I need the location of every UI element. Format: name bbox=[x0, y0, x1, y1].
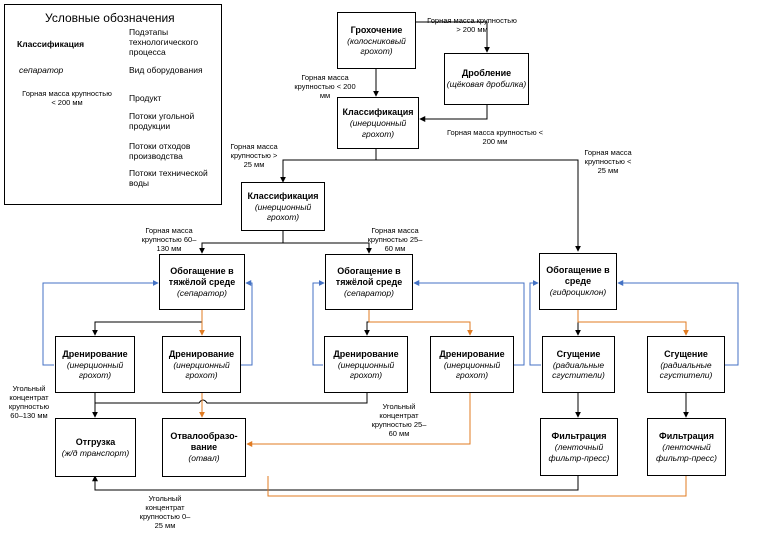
heavy-media-2-equipment: (сепаратор) bbox=[344, 287, 394, 298]
legend-title: Условные обозначения bbox=[45, 11, 175, 25]
label-concentrate-25-60: Угольный концентрат крупностью 25–60 мм bbox=[371, 402, 427, 438]
heavy-media-1-equipment: (сепаратор) bbox=[177, 287, 227, 298]
thickening-2-box: Сгущение (радиальные сгустители) bbox=[647, 336, 725, 393]
waste-flow-lines bbox=[199, 309, 689, 497]
crushing-title: Дробление bbox=[461, 68, 512, 79]
heavy-media-1-box: Обогащение в тяжёлой среде (сепаратор) bbox=[159, 254, 245, 310]
dewatering-1-equipment: (инерционный грохот) bbox=[66, 359, 124, 381]
dewatering-4-title: Дренирование bbox=[439, 348, 505, 359]
dumping-equipment: (отвал) bbox=[188, 453, 220, 464]
label-lt25: Горная масса крупностью < 25 мм bbox=[584, 148, 632, 175]
filtration-2-equipment: (ленточный фильтр-пресс) bbox=[655, 442, 717, 463]
filtration-2-box: Фильтрация (ленточный фильтр-пресс) bbox=[647, 418, 726, 476]
thickening-1-box: Сгущение (радиальные сгустители) bbox=[542, 336, 615, 393]
legend-coal-desc: Потоки угольной продукции bbox=[129, 111, 195, 131]
legend-equipment-example: сепаратор bbox=[19, 65, 64, 75]
label-lt200-a: Горная масса крупностью < 200 мм bbox=[294, 73, 356, 100]
dewatering-3-box: Дренирование (инерционный грохот) bbox=[324, 336, 408, 393]
screening-box: Грохочение (колосниковый грохот) bbox=[337, 12, 416, 69]
shipment-title: Отгрузка bbox=[75, 436, 116, 447]
screening-title: Грохочение bbox=[350, 24, 403, 35]
legend-product-example: Горная масса крупностью < 200 мм bbox=[22, 89, 112, 107]
label-concentrate-0-25: Угольный концентрат крупностью 0–25 мм bbox=[139, 494, 191, 530]
legend-waste-desc: Потоки отходов производства bbox=[129, 141, 191, 161]
dewatering-3-title: Дренирование bbox=[333, 348, 399, 359]
heavy-media-3-title: Обогащение в среде bbox=[546, 265, 610, 287]
legend-equipment-desc: Вид оборудования bbox=[129, 65, 203, 75]
thickening-1-equipment: (радиальные сгустители) bbox=[552, 359, 605, 381]
filtration-1-box: Фильтрация (ленточный фильтр-пресс) bbox=[540, 418, 618, 476]
classification-2-equipment: (инерционный грохот) bbox=[254, 201, 312, 223]
legend-stage-example: Классификация bbox=[17, 39, 85, 49]
dewatering-4-box: Дренирование (инерционный грохот) bbox=[430, 336, 514, 393]
dewatering-2-box: Дренирование (инерционный грохот) bbox=[162, 336, 241, 393]
classification-2-title: Классификация bbox=[247, 190, 319, 201]
heavy-media-3-box: Обогащение в среде (гидроциклон) bbox=[539, 253, 617, 310]
water-flow-lines bbox=[42, 280, 739, 366]
thickening-1-title: Сгущение bbox=[556, 348, 601, 359]
shipment-box: Отгрузка (ж/д транспорт) bbox=[55, 418, 136, 477]
heavy-media-2-box: Обогащение в тяжёлой среде (сепаратор) bbox=[325, 254, 413, 310]
filtration-1-equipment: (ленточный фильтр-пресс) bbox=[548, 442, 610, 463]
dewatering-4-equipment: (инерционный грохот) bbox=[443, 359, 501, 381]
classification-1-title: Классификация bbox=[342, 107, 414, 117]
label-lt200-b: Горная масса крупностью < 200 мм bbox=[446, 128, 544, 146]
thickening-2-equipment: (радиальные сгустители) bbox=[659, 359, 713, 381]
dewatering-2-title: Дренирование bbox=[168, 348, 235, 359]
classification-1-box: Классификация (инерционный грохот) bbox=[337, 97, 419, 149]
dewatering-3-equipment: (инерционный грохот) bbox=[337, 359, 395, 381]
heavy-media-3-equipment: (гидроциклон) bbox=[549, 287, 607, 298]
coal-flow-lines bbox=[92, 21, 689, 491]
filtration-1-title: Фильтрация bbox=[551, 431, 607, 441]
dewatering-1-title: Дренирование bbox=[62, 348, 128, 359]
label-gt25: Горная масса крупностью > 25 мм bbox=[230, 142, 278, 169]
filtration-2-title: Фильтрация bbox=[659, 431, 714, 441]
heavy-media-1-title: Обогащение в тяжёлой среде bbox=[168, 265, 236, 287]
legend: Условные обозначения Классификация Подэт… bbox=[4, 4, 222, 205]
classification-1-equipment: (инерционный грохот) bbox=[349, 118, 407, 139]
dumping-title: Отвалообразо-вание bbox=[170, 431, 238, 453]
dewatering-2-equipment: (инерционный грохот) bbox=[173, 359, 230, 381]
legend-water-desc: Потоки технической воды bbox=[129, 168, 208, 188]
label-concentrate-60-130: Угольный концентрат крупностью 60–130 мм bbox=[8, 384, 50, 420]
dewatering-1-box: Дренирование (инерционный грохот) bbox=[55, 336, 135, 393]
crushing-equipment: (щёковая дробилка) bbox=[446, 79, 527, 90]
dumping-box: Отвалообразо-вание (отвал) bbox=[162, 418, 246, 477]
shipment-equipment: (ж/д транспорт) bbox=[61, 447, 130, 458]
classification-2-box: Классификация (инерционный грохот) bbox=[241, 182, 325, 231]
legend-product-desc: Продукт bbox=[129, 93, 162, 103]
crushing-box: Дробление (щёковая дробилка) bbox=[444, 53, 529, 105]
screening-equipment: (колосниковый грохот) bbox=[347, 35, 406, 57]
legend-stage-desc: Подэтапы технологического процесса bbox=[129, 27, 199, 57]
thickening-2-title: Сгущение bbox=[664, 348, 708, 359]
label-25-60: Горная масса крупностью 25–60 мм bbox=[367, 226, 423, 253]
label-60-130: Горная масса крупностью 60–130 мм bbox=[141, 226, 197, 253]
heavy-media-2-title: Обогащение в тяжёлой среде bbox=[335, 265, 403, 287]
label-gt200: Горная масса крупностью > 200 мм bbox=[427, 16, 517, 34]
